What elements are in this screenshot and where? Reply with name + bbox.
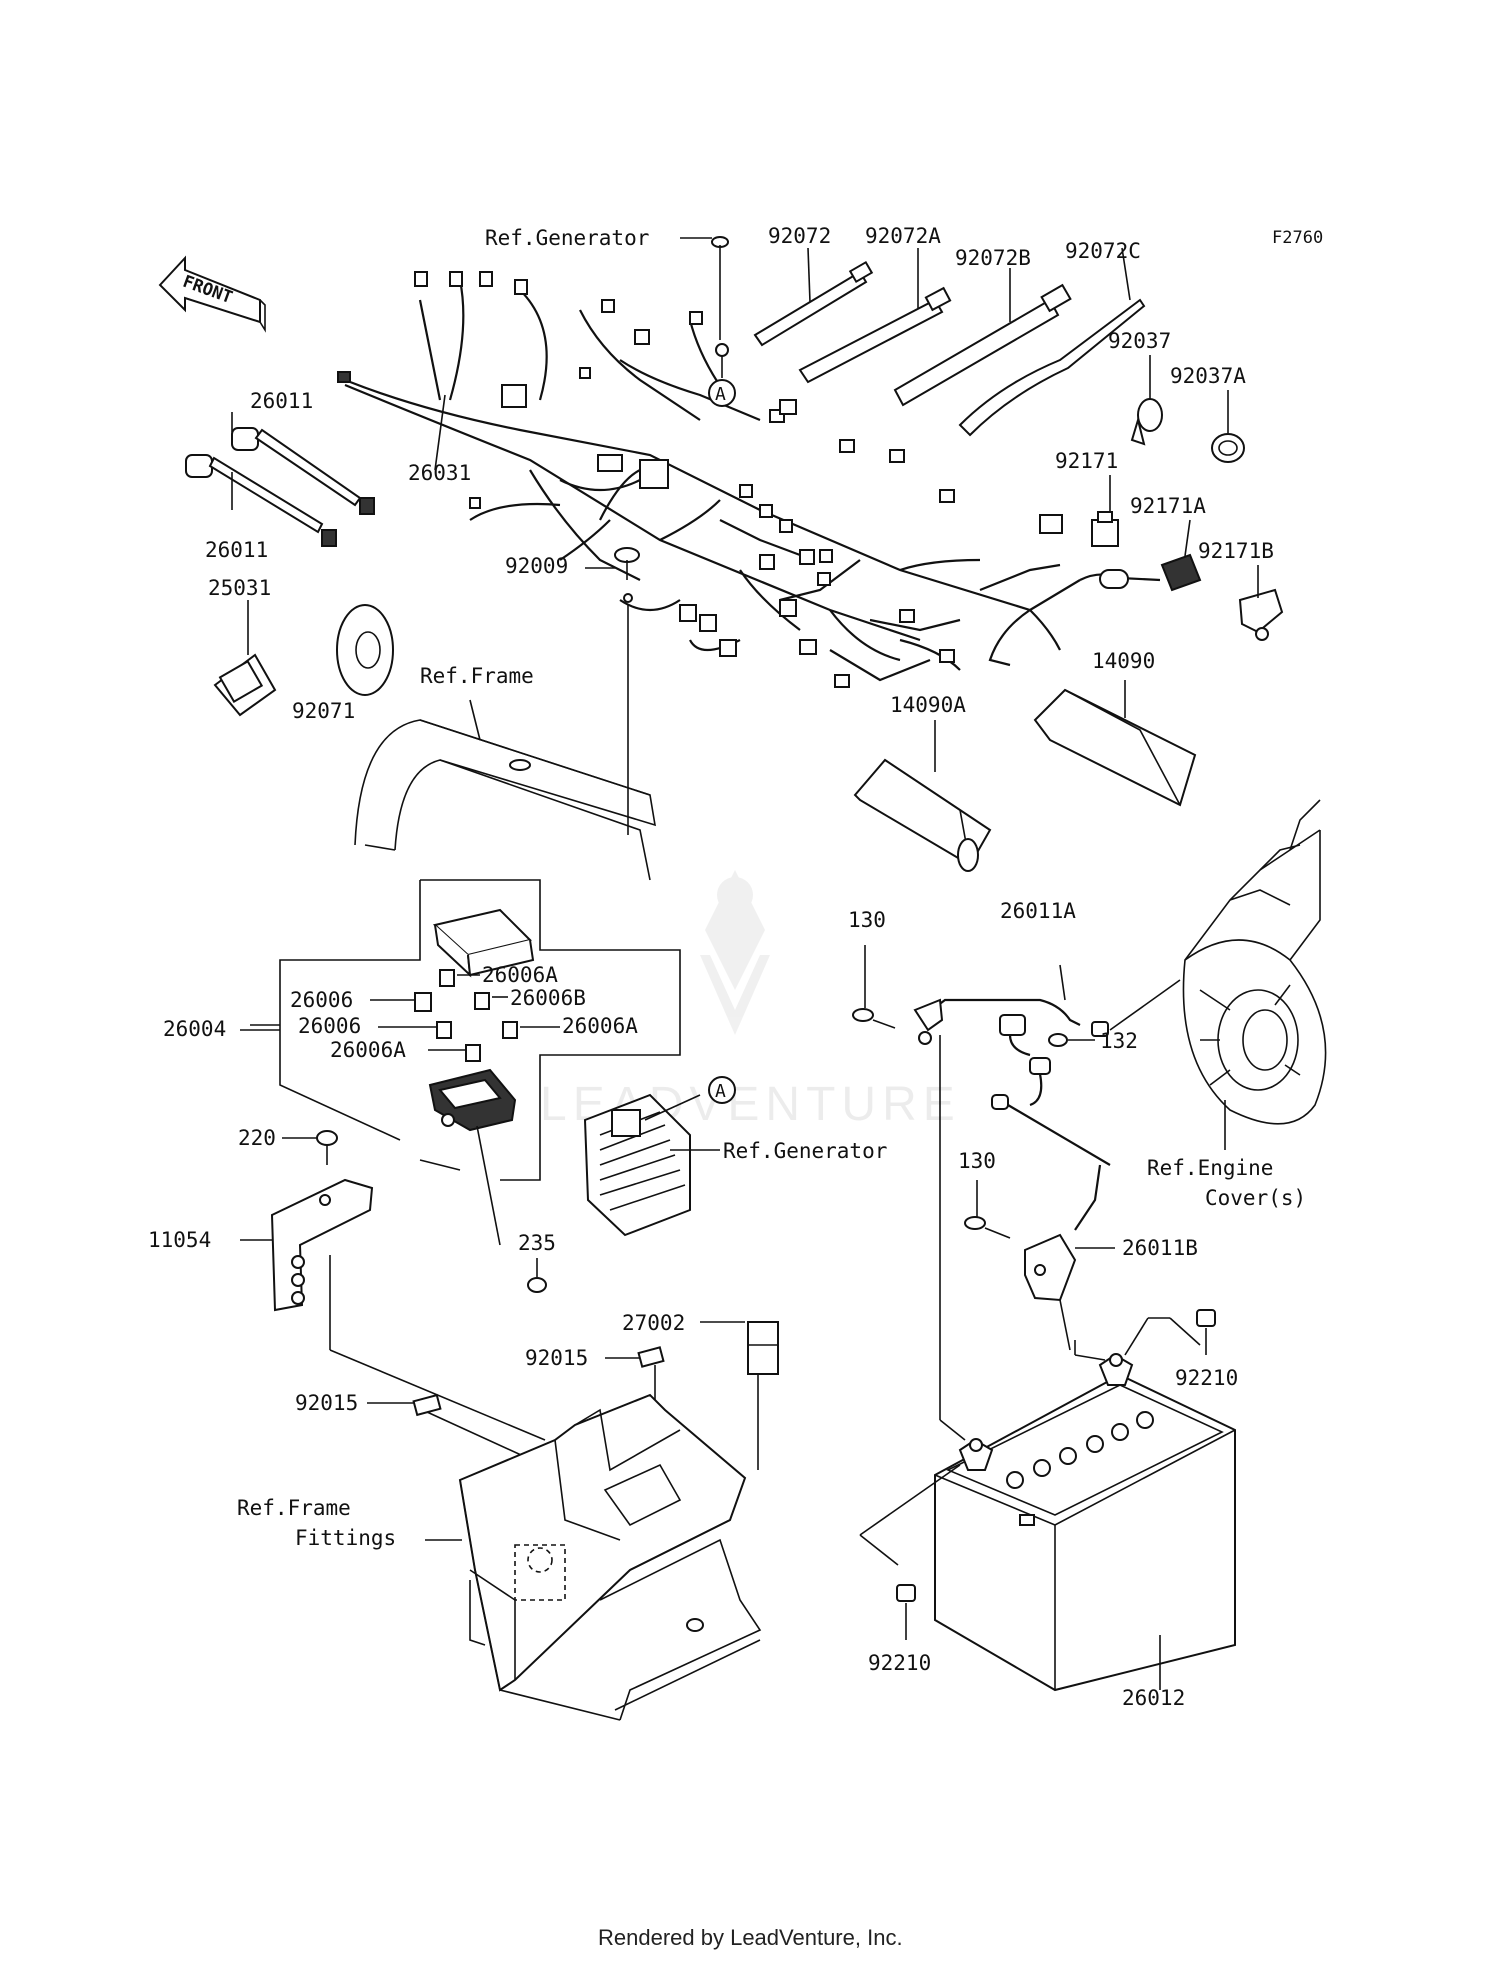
part-14090: 14090	[1092, 649, 1155, 673]
part-14090A: 14090A	[890, 693, 966, 717]
front-arrow-icon: FRONT	[158, 255, 266, 333]
part-132: 132	[1100, 1029, 1138, 1053]
cable-tie-92072B	[893, 268, 1072, 407]
part-26006B: 26006B	[510, 986, 586, 1010]
part-26006A-1: 26006A	[482, 963, 558, 987]
lead-26011-upper	[231, 427, 375, 515]
bolt-220	[282, 1130, 338, 1165]
part-130-lower: 130	[958, 1149, 996, 1173]
part-26031: 26031	[408, 461, 471, 485]
part-26012: 26012	[1122, 1686, 1185, 1710]
part-26011A: 26011A	[1000, 899, 1076, 923]
ref-engine-line1: Ref.Engine	[1147, 1156, 1273, 1180]
cover-14090A	[853, 720, 992, 872]
lead-26011-lower	[185, 412, 337, 547]
frame-ref-drawing	[354, 699, 657, 881]
battery-26012	[859, 1035, 1236, 1692]
ref-frame: Ref.Frame	[420, 664, 534, 688]
part-92072B: 92072B	[955, 246, 1031, 270]
part-26011B: 26011B	[1122, 1236, 1198, 1260]
part-26004: 26004	[163, 1017, 226, 1041]
part-92072A: 92072A	[865, 224, 941, 248]
part-92072: 92072	[768, 224, 831, 248]
footer-credit: Rendered by LeadVenture, Inc.	[598, 1925, 903, 1950]
regulator-25031	[213, 600, 277, 717]
cable-tie-92072A	[798, 248, 952, 384]
leader-26031	[434, 394, 446, 471]
diagram-code: F2760	[1272, 228, 1323, 248]
part-26006-2: 26006	[298, 1014, 361, 1038]
relay-27002	[700, 1321, 779, 1470]
bolt-132	[1048, 1033, 1095, 1047]
battery-cable-26011A	[913, 964, 1181, 1057]
bolt-130-lower	[964, 1180, 1011, 1239]
part-235: 235	[518, 1231, 556, 1255]
callout-marker-mid-label: A	[715, 1081, 726, 1102]
main-wiring-harness	[337, 271, 1161, 688]
ref-frame-fittings-line2: Fittings	[295, 1526, 396, 1550]
nut-92015-left	[367, 1393, 533, 1461]
cover-14090	[1033, 680, 1197, 807]
callout-marker-top-label: A	[715, 384, 726, 405]
watermark-logo	[700, 870, 770, 1035]
part-92210-left: 92210	[868, 1651, 931, 1675]
ref-generator-mid: Ref.Generator	[723, 1139, 887, 1163]
part-92037: 92037	[1108, 329, 1171, 353]
part-25031: 25031	[208, 576, 271, 600]
clamp-92037	[1130, 355, 1163, 446]
ref-generator-top: Ref.Generator	[485, 226, 649, 250]
fuse-box-group	[250, 879, 681, 1246]
callout-marker-top	[708, 379, 736, 407]
generator-ref-drawing	[583, 1093, 720, 1237]
part-92037A: 92037A	[1170, 364, 1246, 388]
part-92072C: 92072C	[1065, 239, 1141, 263]
part-92171A: 92171A	[1130, 494, 1206, 518]
part-26006-1: 26006	[290, 988, 353, 1012]
part-92015-left: 92015	[295, 1391, 358, 1415]
bolt-235	[527, 1258, 547, 1293]
part-26011-upper: 26011	[250, 389, 313, 413]
nut-92210-left	[896, 1584, 916, 1640]
ref-frame-fittings-line1: Ref.Frame	[237, 1496, 351, 1520]
part-130-upper: 130	[848, 908, 886, 932]
battery-case	[425, 1393, 762, 1721]
grommet-92071	[336, 604, 394, 696]
part-92009: 92009	[505, 554, 568, 578]
bracket-11054	[240, 1178, 374, 1312]
part-26006A-3: 26006A	[330, 1038, 406, 1062]
battery-cable-26011B	[991, 1057, 1115, 1351]
cable-tie-92072C	[958, 247, 1146, 437]
generator-ref-bolt	[680, 236, 729, 378]
part-27002: 27002	[622, 1311, 685, 1335]
bolt-92009	[585, 547, 640, 835]
clip-92171	[1091, 475, 1119, 547]
part-92171: 92171	[1055, 449, 1118, 473]
engine-cover-ref-drawing	[1182, 799, 1327, 1150]
callout-marker-mid	[708, 1076, 736, 1104]
ref-engine-line2: Cover(s)	[1205, 1186, 1306, 1210]
part-26011-lower: 26011	[205, 538, 268, 562]
clip-92171B	[1238, 565, 1284, 641]
part-26006A-2: 26006A	[562, 1014, 638, 1038]
cable-tie-92072	[753, 247, 874, 347]
part-11054: 11054	[148, 1228, 211, 1252]
part-220: 220	[238, 1126, 276, 1150]
clip-92171A	[1160, 519, 1202, 592]
clamp-92037A	[1211, 390, 1245, 463]
part-92210-right: 92210	[1175, 1366, 1238, 1390]
part-92171B: 92171B	[1198, 539, 1274, 563]
nut-92210-right	[1196, 1309, 1216, 1355]
bolt-130-upper	[852, 945, 896, 1029]
part-92071: 92071	[292, 699, 355, 723]
part-92015-right: 92015	[525, 1346, 588, 1370]
